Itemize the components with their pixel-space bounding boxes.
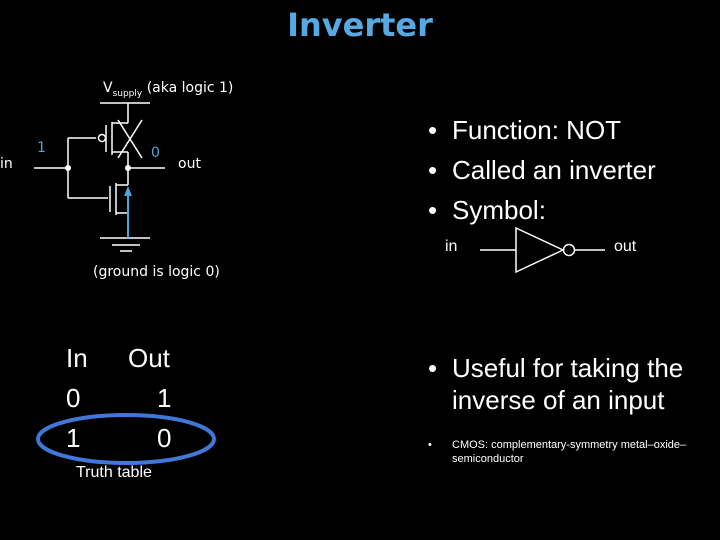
bullet-called: Called an inverter	[428, 150, 656, 190]
symbol-triangle	[515, 226, 565, 274]
inverter-symbol	[480, 226, 605, 274]
ground-note: (ground is logic 0)	[93, 264, 220, 280]
bullet-function: Function: NOT	[428, 110, 656, 150]
pmos-off-mark-b	[117, 119, 143, 159]
function-bullets: Function: NOT Called an inverter Symbol:	[428, 110, 656, 230]
bullet-cmos: CMOS: complementary-symmetry metal–oxide…	[428, 438, 718, 466]
truth-table-highlight	[36, 413, 216, 465]
truth-table-header-in: In	[66, 343, 88, 373]
output-junction	[125, 165, 131, 171]
input-junction	[65, 165, 71, 171]
row-highlight-ellipse	[36, 413, 216, 465]
vsupply-note: (aka logic 1)	[146, 80, 234, 96]
pmos-bubble	[97, 133, 107, 143]
vsupply-v: V	[103, 80, 113, 96]
symbol-out-label: out	[614, 238, 637, 255]
circuit-in-value: 1	[37, 140, 46, 156]
truth-table-row-0-in: 0	[66, 383, 81, 413]
truth-table-caption: Truth table	[76, 464, 152, 481]
circuit-in-label: in	[0, 156, 13, 172]
symbol-in-label: in	[445, 238, 458, 255]
circuit-out-label: out	[178, 156, 201, 172]
vsupply-subscript: supply	[112, 89, 143, 99]
truth-table-header-out: Out	[128, 343, 170, 373]
current-arrow-icon	[124, 186, 132, 196]
truth-table-row-1-in: 1	[66, 423, 81, 453]
symbol-bubble	[562, 243, 576, 257]
bullet-useful: Useful for taking the inverse of an inpu…	[428, 352, 718, 416]
circuit-out-value: 0	[151, 145, 160, 161]
vsupply-label: Vsupply (aka logic 1)	[103, 80, 234, 99]
useful-bullet: Useful for taking the inverse of an inpu…	[428, 352, 718, 416]
page-title: Inverter	[287, 6, 433, 44]
truth-table-row-0-out: 1	[157, 383, 172, 413]
truth-table-row-1-out: 0	[157, 423, 172, 453]
cmos-bullet: CMOS: complementary-symmetry metal–oxide…	[428, 438, 718, 466]
inverter-circuit-schematic	[34, 102, 165, 252]
bullet-symbol: Symbol:	[428, 190, 656, 230]
